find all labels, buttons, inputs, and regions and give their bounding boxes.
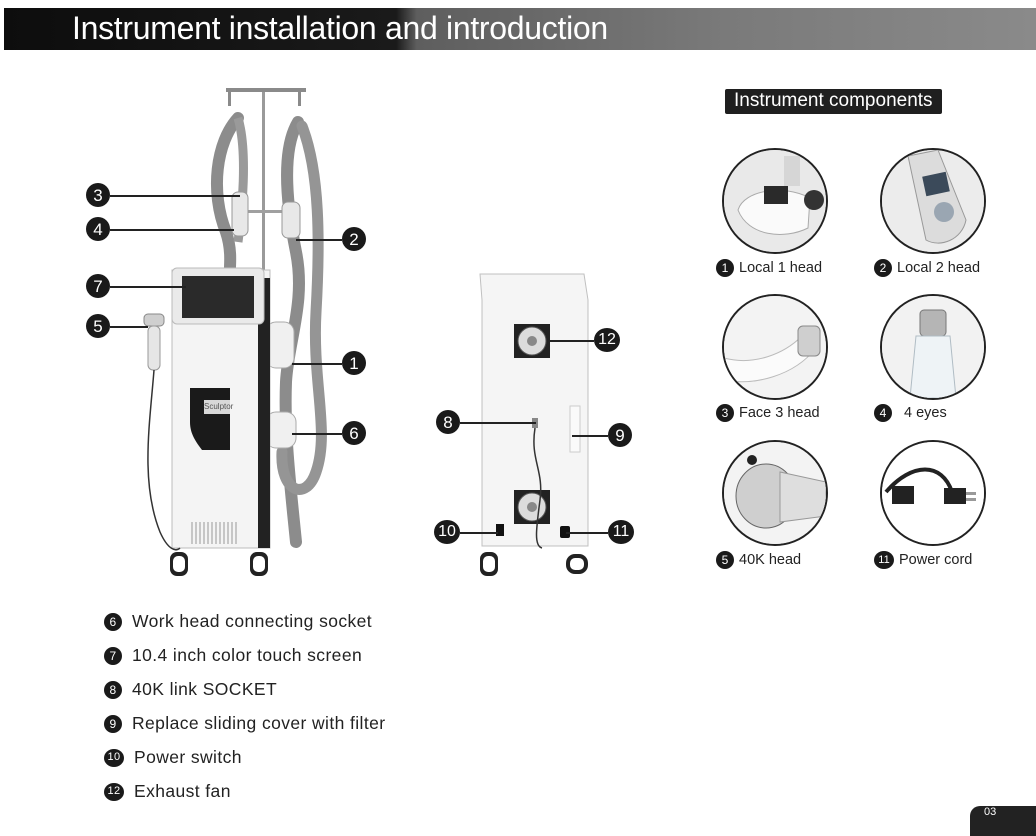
component-name: Local 1 head <box>739 260 823 276</box>
list-number: 6 <box>104 612 122 631</box>
leader-line-10 <box>460 532 498 534</box>
front-device-illustration <box>143 88 327 576</box>
list-number: 8 <box>104 680 122 699</box>
leader-line-9 <box>572 435 608 437</box>
callout-12: 12 <box>594 328 620 352</box>
component-number: 11 <box>874 551 894 569</box>
list-item: 10 Power switch <box>104 747 242 768</box>
list-number: 7 <box>104 646 122 665</box>
list-text: Work head connecting socket <box>132 611 373 631</box>
list-text: Power switch <box>134 747 242 767</box>
component-image-power-cord <box>880 440 986 546</box>
leader-line-12 <box>548 340 594 342</box>
component-label-power-cord: 11 Power cord <box>874 551 972 569</box>
callout-8: 8 <box>436 410 460 434</box>
callout-11: 11 <box>608 520 634 544</box>
component-label-local-1-head: 1 Local 1 head <box>716 259 822 277</box>
component-number: 3 <box>716 404 734 422</box>
component-number: 4 <box>874 404 892 422</box>
component-label-face-3-head: 3 Face 3 head <box>716 404 820 422</box>
list-text: Replace sliding cover with filter <box>132 713 386 733</box>
page-title: Instrument installation and introduction <box>72 10 608 46</box>
list-item: 6 Work head connecting socket <box>104 611 372 632</box>
components-title: Instrument components <box>725 89 942 114</box>
list-number: 12 <box>104 782 124 801</box>
component-label-local-2-head: 2 Local 2 head <box>874 259 980 277</box>
leader-line-7 <box>110 286 186 288</box>
callout-7: 7 <box>86 274 110 298</box>
leader-line-6 <box>292 433 342 435</box>
component-image-local-1-head <box>722 148 828 254</box>
header-bar: Instrument installation and introduction <box>4 8 1036 50</box>
component-name: 4 eyes <box>904 405 947 421</box>
callout-10: 10 <box>434 520 460 544</box>
component-label-4-eyes: 4 4 eyes <box>874 404 947 422</box>
leader-line-4 <box>110 229 234 231</box>
callout-9: 9 <box>608 423 632 447</box>
callout-4: 4 <box>86 217 110 241</box>
leader-line-5 <box>110 326 148 328</box>
leader-line-11 <box>566 532 608 534</box>
callout-2: 2 <box>342 227 366 251</box>
component-number: 1 <box>716 259 734 277</box>
list-text: Exhaust fan <box>134 781 231 801</box>
back-device-illustration <box>479 273 589 576</box>
component-name: 40K head <box>739 552 802 568</box>
list-item: 8 40K link SOCKET <box>104 679 277 700</box>
component-name: Face 3 head <box>739 405 820 421</box>
component-name: Power cord <box>899 552 973 568</box>
component-number: 2 <box>874 259 892 277</box>
list-item: 7 10.4 inch color touch screen <box>104 645 362 666</box>
callout-5: 5 <box>86 314 110 338</box>
list-text: 40K link SOCKET <box>132 679 278 699</box>
callout-3: 3 <box>86 183 110 207</box>
component-image-4-eyes <box>880 294 986 400</box>
list-item: 9 Replace sliding cover with filter <box>104 713 385 734</box>
component-image-face-3-head <box>722 294 828 400</box>
component-number: 5 <box>716 551 734 569</box>
list-number: 9 <box>104 714 122 733</box>
list-number: 10 <box>104 748 124 767</box>
component-image-40k-head <box>722 440 828 546</box>
component-name: Local 2 head <box>897 260 981 276</box>
callout-6: 6 <box>342 421 366 445</box>
component-label-40k-head: 5 40K head <box>716 551 801 569</box>
list-text: 10.4 inch color touch screen <box>132 645 363 665</box>
page-number: 03 <box>970 806 1036 836</box>
callout-1: 1 <box>342 351 366 375</box>
component-image-local-2-head <box>880 148 986 254</box>
leader-line-8 <box>460 422 536 424</box>
list-item: 12 Exhaust fan <box>104 781 231 802</box>
leader-line-1 <box>292 363 342 365</box>
device-brand-label: Sculptor <box>204 402 234 411</box>
leader-line-3 <box>110 195 240 197</box>
leader-line-2 <box>296 239 342 241</box>
